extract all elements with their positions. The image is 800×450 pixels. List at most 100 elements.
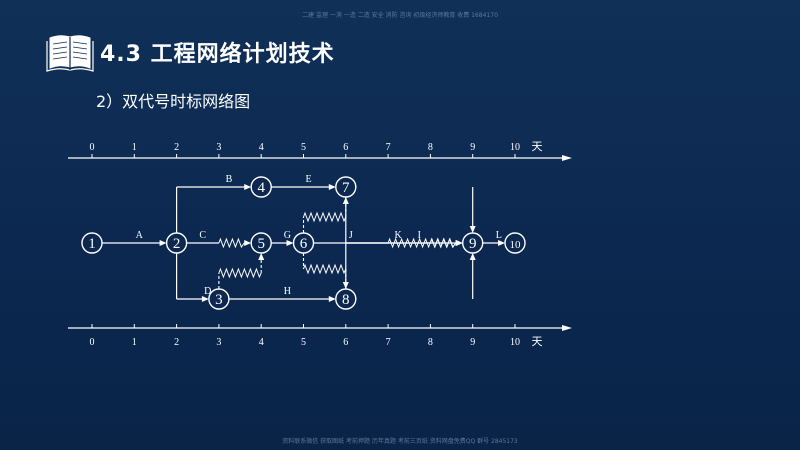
top-scale-tick-label: 9 (470, 142, 475, 153)
arrow-head (469, 253, 476, 260)
bottom-scale-tick-label: 2 (174, 337, 179, 348)
activity-B: B (176, 174, 252, 233)
bottom-scale-tick-label: 3 (216, 337, 221, 348)
activity-label: E (305, 174, 311, 185)
node-circle (504, 232, 526, 254)
top-scale-tick-label: 5 (301, 142, 306, 153)
node-label: 1 (88, 236, 96, 252)
node-4: 4 (250, 176, 272, 198)
top-scale-tick-label: 7 (386, 142, 391, 153)
free-float-wave (429, 237, 457, 249)
activity-label: B (226, 174, 233, 185)
page-title: 4.3 工程网络计划技术 (100, 42, 335, 67)
virtual-activity-6-7 (302, 197, 349, 233)
arrow-head (455, 240, 463, 246)
bottom-scale-tick-label: 5 (301, 337, 306, 348)
top-scale-tick-label: 4 (259, 142, 264, 153)
node-label: 10 (510, 239, 522, 251)
bottom-scale-tick-label: 10 (510, 337, 520, 348)
arrow-head (201, 296, 209, 302)
arrow-head (244, 240, 252, 246)
activity-G: G (271, 230, 294, 246)
node-1: 1 (81, 232, 103, 254)
arrow-head (286, 240, 294, 246)
activity-label: K (394, 230, 402, 241)
activity-K: K (345, 230, 463, 289)
event-nodes: 1 2 3 4 5 6 7 8 9 10 (81, 176, 526, 310)
activity-label: I (418, 230, 421, 241)
activity-E: E (271, 174, 336, 190)
node-circle (335, 288, 357, 310)
arrow-head (342, 282, 349, 289)
node-circle (165, 232, 188, 254)
top-scale-tick-label: 2 (174, 142, 179, 153)
activity-label: J (349, 230, 353, 241)
node-circle (462, 232, 484, 254)
arrow-head (469, 226, 476, 233)
arrow-head (159, 240, 167, 246)
node-circle (250, 176, 272, 198)
node-label: 2 (173, 236, 181, 252)
free-float-wave (218, 237, 245, 249)
activity-C: C (186, 230, 252, 249)
bottom-scale-axis-arrow (562, 325, 572, 331)
activity-label: L (496, 230, 502, 241)
activity-A: A (102, 230, 167, 246)
virtual-activity-6-8 (302, 253, 349, 289)
bottom-scale-tick-label: 1 (132, 337, 137, 348)
node-label: 3 (215, 292, 223, 308)
node-label: 6 (300, 236, 308, 252)
node-label: 4 (257, 180, 265, 196)
node-5: 5 (250, 232, 272, 254)
node-circle (81, 232, 103, 254)
watermark-bottom: 资料联系微信 获取图纸 考前押题 历年真题 考前三页纸 资料网盘免费QQ 群号 … (282, 438, 518, 445)
bottom-scale-tick-label: 4 (259, 337, 264, 348)
node-circle (335, 176, 357, 198)
watermark-top: 二建 监理 一消 一造 二造 安全 消防 咨询 初级经济师教育 收费 16841… (302, 12, 498, 19)
node-3: 3 (208, 288, 230, 310)
free-float-wave (218, 267, 262, 279)
activity-L: L (482, 230, 505, 246)
node-label: 5 (257, 236, 265, 252)
activity-label: D (204, 286, 211, 297)
section-subtitle: 2）双代号时标网络图 (96, 92, 251, 111)
top-scale-tick-label: 1 (132, 142, 137, 153)
top-scale-axis-arrow (562, 155, 572, 161)
node-label: 9 (469, 236, 477, 252)
node-circle (250, 232, 272, 254)
open-book-icon (46, 35, 94, 72)
activity-label: H (284, 286, 291, 297)
activity-label: A (136, 230, 144, 241)
bottom-scale-tick-label: 0 (90, 337, 95, 348)
node-8: 8 (335, 288, 357, 310)
activity-D: D (176, 253, 211, 302)
arrow-head (328, 296, 336, 302)
bottom-scale-tick-label: 9 (470, 337, 475, 348)
node-label: 7 (342, 180, 350, 196)
activity-I: I (345, 197, 463, 246)
free-float-wave (303, 263, 347, 275)
top-scale-tick-label: 3 (216, 142, 221, 153)
arrow-head (258, 253, 265, 260)
arrow-head (328, 184, 336, 190)
top-scale-tick-label: 10 (510, 142, 520, 153)
top-scale-tick-label: 8 (428, 142, 433, 153)
arrow-head (342, 197, 349, 204)
bottom-scale-tick-label: 6 (343, 337, 348, 348)
node-label: 8 (342, 292, 350, 308)
arrow-head (244, 184, 252, 190)
top-scale-tick-label: 6 (343, 142, 348, 153)
node-2: 2 (165, 232, 188, 254)
bottom-scale-tick-label: 7 (386, 337, 391, 348)
activity-H: H (228, 286, 336, 302)
node-10: 10 (504, 232, 526, 254)
top-scale-tick-label: 0 (90, 142, 95, 153)
free-float-wave (303, 211, 347, 223)
arrow-head (498, 240, 505, 246)
activity-label: G (284, 230, 291, 241)
node-9: 9 (462, 232, 484, 254)
bottom-scale-unit-label: 天 (532, 336, 543, 348)
virtual-activity-3-5 (218, 253, 265, 289)
